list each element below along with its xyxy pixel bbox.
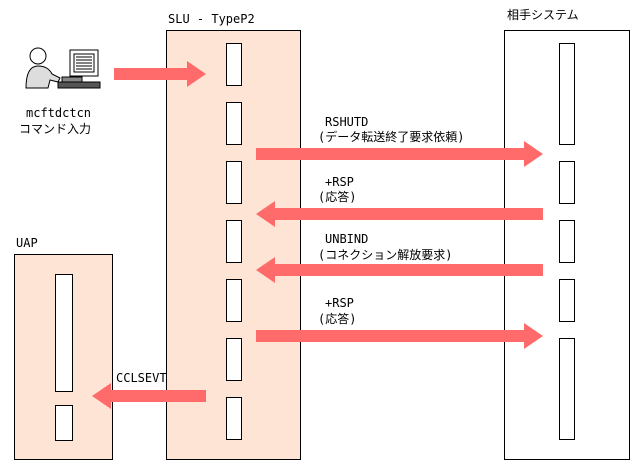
message-desc: (応答) [318,312,357,326]
uap-activation [55,274,73,392]
slu-activation [226,102,242,145]
message-desc: (コネクション解放要求) [318,248,453,262]
uap-lane-title: UAP [16,236,38,250]
partner-activation [559,279,575,322]
partner-activation [559,220,575,263]
message-name: +RSP [325,296,354,310]
message-name: +RSP [325,175,354,189]
slu-lane-title: SLU - TypeP2 [168,12,255,26]
message-desc: (応答) [318,190,357,204]
slu-activation [226,397,242,440]
unbind-arrow [256,257,543,283]
slu-activation [226,43,242,86]
rshutd-arrow [256,141,543,167]
slu-activation [226,338,242,381]
operator-terminal-icon [22,44,102,96]
slu-activation [226,279,242,322]
rsp-arrow-2 [256,323,543,349]
rsp-arrow-1 [256,201,543,227]
partner-activation [559,338,575,440]
slu-activation [226,220,242,263]
partner-activation [559,43,575,145]
command-label: コマンド入力 [19,122,92,136]
message-name: RSHUTD [325,115,369,129]
partner-lane-title: 相手システム [507,8,579,22]
uap-activation [55,405,73,441]
message-name: UNBIND [325,232,369,246]
cclsevt-arrow [92,383,206,409]
message-name: CCLSEVT [116,371,167,385]
message-desc: (データ転送終了要求依頼) [318,130,465,144]
slu-activation [226,161,242,204]
partner-activation [559,161,575,204]
command-arrow [114,61,206,87]
computer-user-icon [25,47,101,89]
command-name: mcftdctcn [26,106,92,120]
